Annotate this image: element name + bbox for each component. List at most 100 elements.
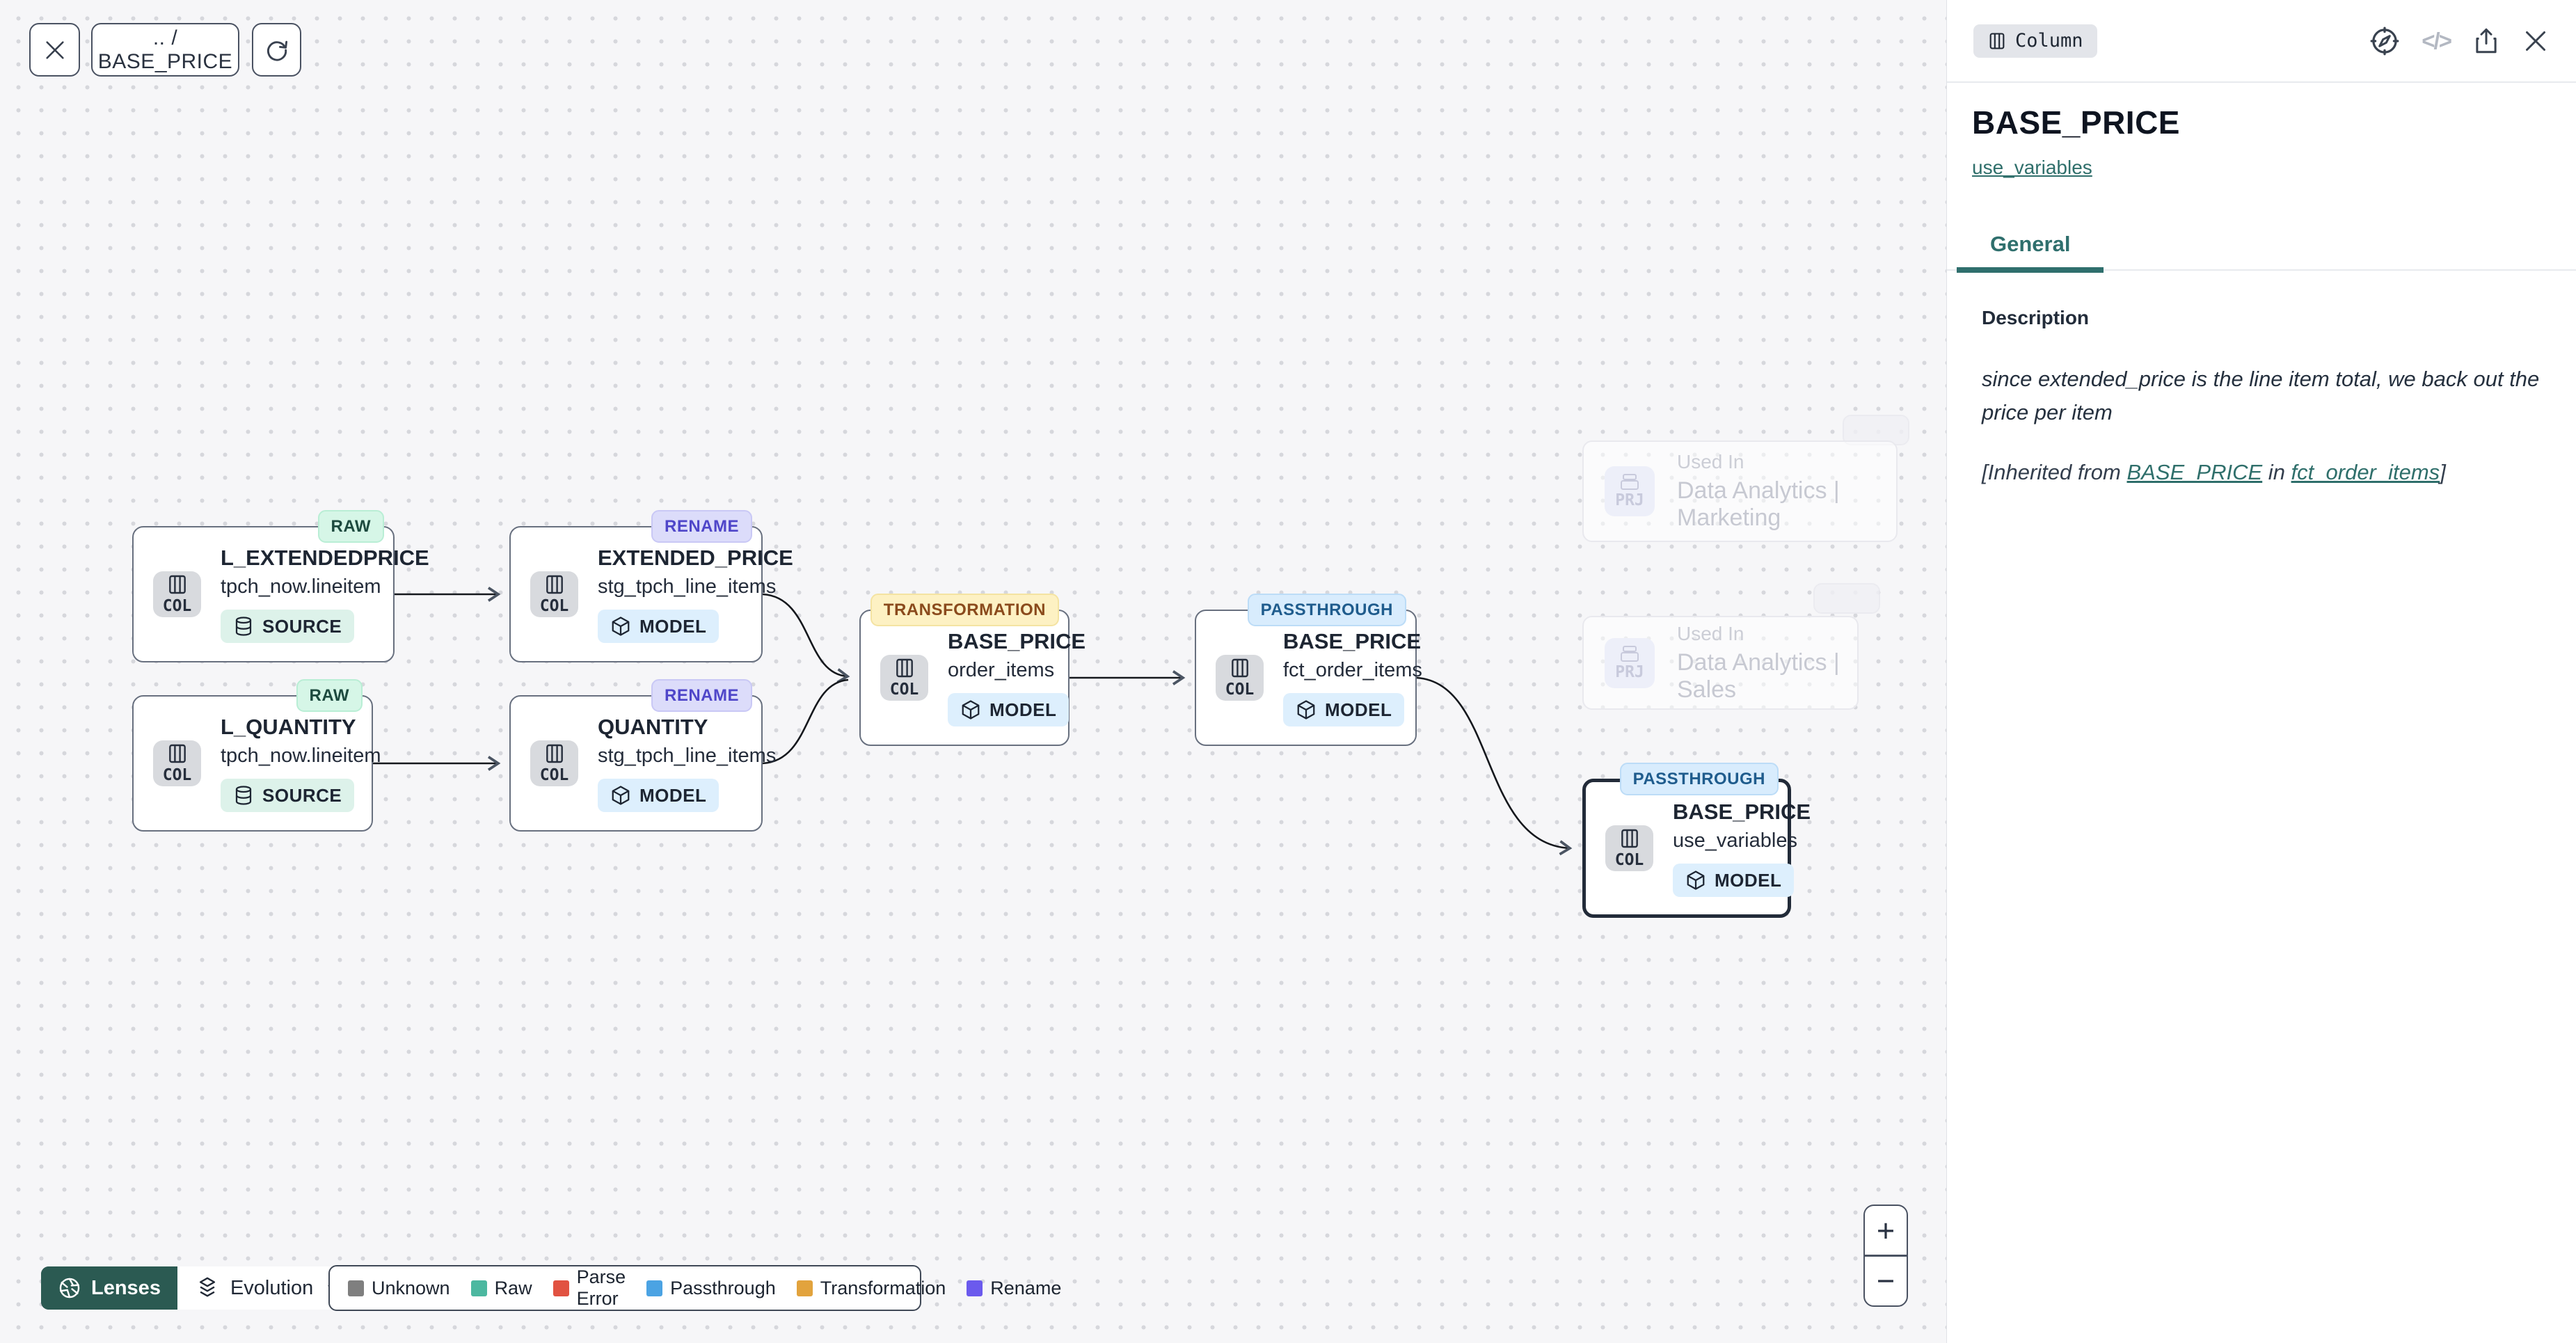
lenses-bar: Lenses Evolution [40,1265,362,1311]
share-icon [2476,28,2497,53]
legend-label: Raw [494,1277,532,1298]
node-subtitle: stg_tpch_line_items [598,575,777,598]
project-chip: PRJ [1605,637,1655,688]
panel-header: Column </> [1947,0,2576,83]
used-in-name: Data Analytics | Sales [1677,649,1840,703]
cube-icon [1687,871,1705,890]
column-icon [896,658,913,678]
node-title: L_QUANTITY [221,714,356,739]
legend-item-passthrough: Passthrough [646,1278,776,1299]
used-in-name: Data Analytics | Marketing [1677,477,1840,531]
project-chip-label: PRJ [1615,662,1644,681]
column-type-chip: COL [1605,825,1653,871]
legend-item-parse-error: Parse Error [552,1266,626,1310]
node-title: QUANTITY [598,714,708,739]
column-type-chip: COL [530,571,578,617]
code-icon: </> [2422,27,2452,54]
lens-tag-rename: RENAME [651,510,752,543]
close-panel-button[interactable] [2522,27,2550,55]
lens-tag-rename: RENAME [651,679,752,712]
inherited-suffix: ] [2440,460,2446,485]
close-graph-button[interactable] [29,23,80,77]
layers-icon [199,1277,216,1297]
view-code-button[interactable]: </> [2422,27,2452,54]
node-kind-badge: SOURCE [221,779,355,813]
column-chip-label: COL [162,766,192,784]
share-button[interactable] [2472,26,2501,56]
node-kind-label: MODEL [639,615,707,637]
lens-legend: Unknown Raw Parse Error Passthrough Tran… [328,1265,1061,1311]
database-icon [235,617,252,636]
aperture-icon [59,1278,80,1298]
used-in-label: Used In [1677,622,1744,644]
legend-item-raw: Raw [470,1277,532,1299]
zoom-in-button[interactable]: + [1865,1206,1907,1255]
lineage-node-base-price-use-variables-selected[interactable]: PASSTHROUGH COL BASE_PRICE use_variables… [1582,763,1811,918]
lens-tag-raw: RAW [296,679,363,712]
lens-selected-label: Evolution [230,1276,314,1299]
lineage-node-extended-price[interactable]: RENAME COL EXTENDED_PRICE stg_tpch_line_… [509,510,793,662]
legend-item-unknown: Unknown [348,1278,450,1299]
column-chip-label: COL [889,681,919,699]
breadcrumb[interactable]: .. / BASE_PRICE [91,23,239,77]
cube-icon [612,786,630,805]
inherited-model-link[interactable]: fct_order_items [2291,460,2440,485]
column-chip-label: COL [1614,851,1644,869]
explore-button[interactable] [2369,25,2401,57]
legend-label: Parse Error [576,1266,626,1309]
node-kind-label: MODEL [639,784,707,806]
column-type-chip: COL [880,655,928,701]
inherited-column-link[interactable]: BASE_PRICE [2126,460,2263,485]
zoom-out-button[interactable]: − [1865,1257,1907,1305]
lens-tag-passthrough: PASSTHROUGH [1619,763,1779,795]
column-icon [546,744,563,763]
lineage-node-quantity[interactable]: RENAME COL QUANTITY stg_tpch_line_items … [509,679,776,832]
tab-general[interactable]: General [1957,232,2104,273]
lens-tag-passthrough: PASSTHROUGH [1247,594,1406,626]
breadcrumb-label: .. / BASE_PRICE [97,26,233,73]
lineage-canvas[interactable]: .. / BASE_PRICE PRJ Used In Data Analyti… [0,0,1946,1343]
legend-label: Passthrough [670,1277,776,1298]
description-inherited-line: [Inherited from BASE_PRICE in fct_order_… [1982,460,2541,485]
used-in-card-marketing[interactable]: PRJ Used In Data Analytics | Marketing [1582,440,1898,542]
used-in-label: Used In [1677,451,1744,472]
refresh-button[interactable] [252,23,301,77]
lineage-node-base-price-order-items[interactable]: TRANSFORMATION COL BASE_PRICE order_item… [859,594,1086,746]
legend-label: Transformation [820,1277,946,1298]
lineage-edges [373,587,1573,856]
panel-title-section: BASE_PRICE use_variables [1947,83,2576,179]
node-kind-label: MODEL [1325,699,1392,720]
legend-swatch [967,1280,983,1296]
inherited-middle: in [2262,460,2291,485]
compass-icon [2370,26,2399,55]
node-title: EXTENDED_PRICE [598,545,793,570]
project-chip-label: PRJ [1615,491,1644,509]
inherited-prefix: [Inherited from [1982,460,2127,485]
node-kind-badge: MODEL [1283,693,1405,727]
node-kind-label: SOURCE [262,784,342,806]
column-chip-label: COL [1225,681,1255,699]
panel-actions: </> [2369,25,2550,57]
legend-swatch [646,1280,663,1296]
faded-tag-pill [1813,583,1880,614]
lenses-button[interactable]: Lenses [41,1266,177,1310]
cube-icon [962,700,980,720]
description-heading: Description [1982,307,2090,328]
lens-tag-raw: RAW [317,510,384,543]
panel-body: Description since extended_price is the … [1947,271,2576,485]
model-link[interactable]: use_variables [1972,157,2092,178]
used-in-card-sales[interactable]: PRJ Used In Data Analytics | Sales [1582,616,1859,710]
refresh-icon [267,40,287,61]
node-kind-badge: MODEL [598,610,719,644]
node-subtitle: fct_order_items [1283,659,1422,682]
database-icon [235,786,252,805]
node-title: BASE_PRICE [1283,628,1422,653]
lineage-node-l-quantity[interactable]: RAW COL L_QUANTITY tpch_now.lineitem SOU… [132,679,381,832]
column-icon [168,744,186,763]
node-title: L_EXTENDEDPRICE [221,545,429,570]
node-subtitle: tpch_now.lineitem [221,745,381,768]
node-kind-label: MODEL [989,699,1057,720]
lineage-node-base-price-fct-order-items[interactable]: PASSTHROUGH COL BASE_PRICE fct_order_ite… [1195,594,1422,746]
lineage-node-l-extendedprice[interactable]: RAW COL L_EXTENDEDPRICE tpch_now.lineite… [132,510,429,662]
entity-type-label: Column [2015,30,2083,51]
